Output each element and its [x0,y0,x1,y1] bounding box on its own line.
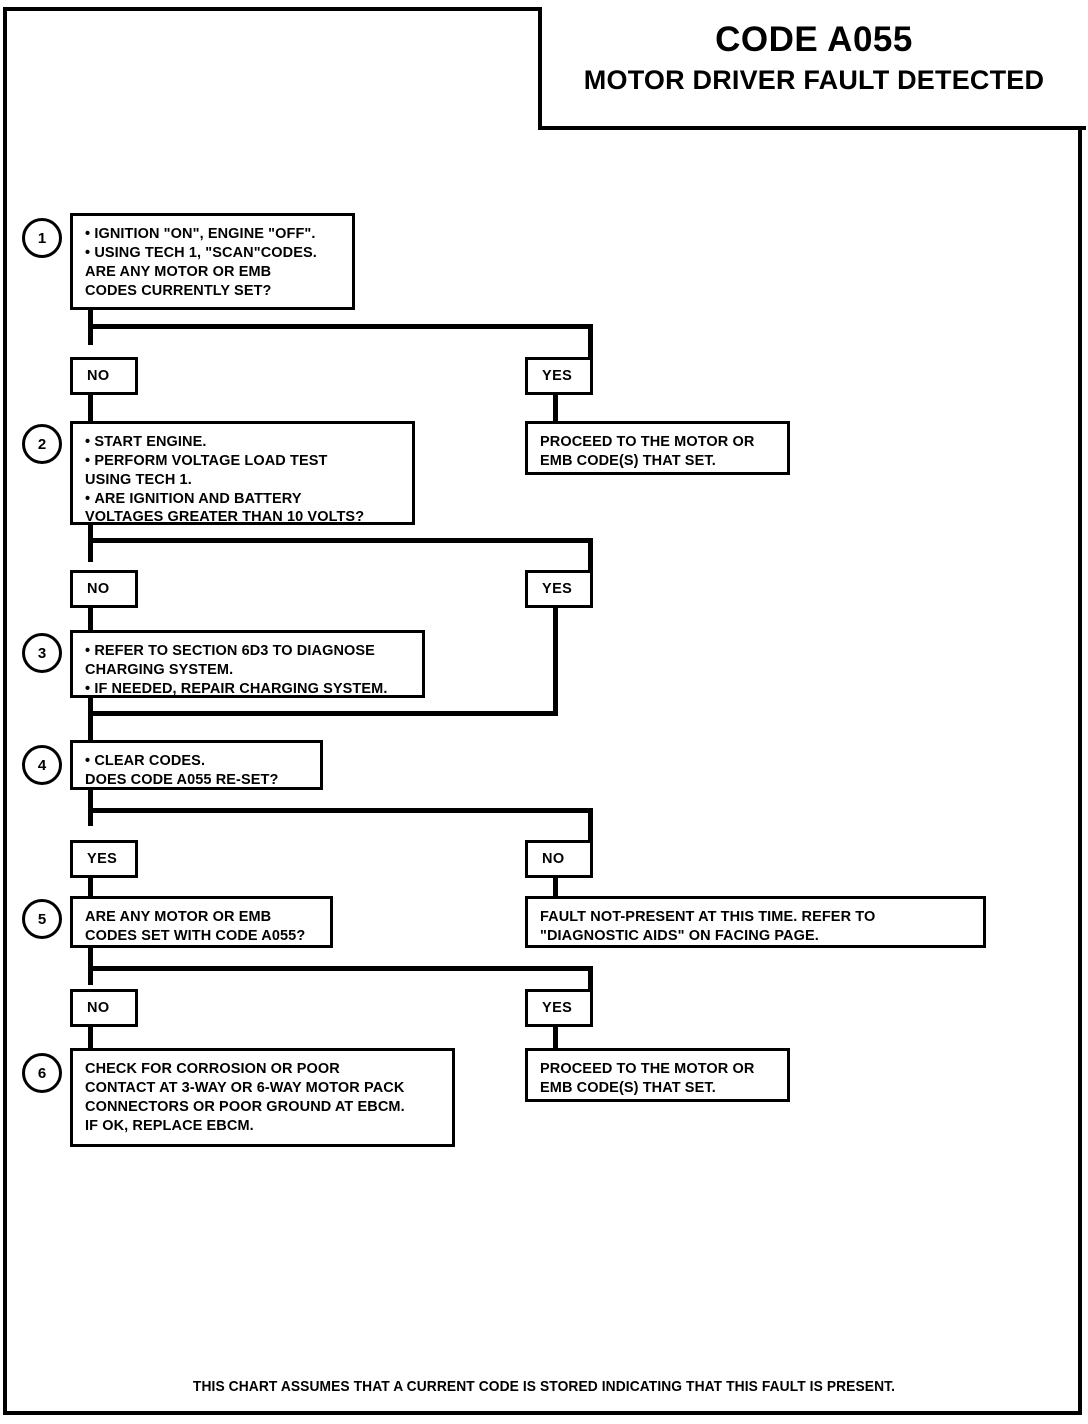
connector-step5-across [88,966,593,971]
step-1-line-4: CODES CURRENTLY SET? [85,282,272,299]
branch-step2-no: NO [70,570,138,608]
connector-step2-right-down [588,538,593,570]
step-2-line-5: VOLTAGES GREATER THAN 10 VOLTS? [85,509,365,526]
step-5-line-1: ARE ANY MOTOR OR EMB [85,909,272,925]
step-marker-6: 6 [22,1053,62,1093]
header-title-block: CODE A055 MOTOR DRIVER FAULT DETECTED [538,7,1086,130]
step-2-line-4: ARE IGNITION AND BATTERY [85,490,402,509]
step-marker-5: 5 [22,899,62,939]
branch-step2-yes: YES [525,570,593,608]
step-2-line-3: USING TECH 1. [85,471,192,488]
page-title-fault: MOTOR DRIVER FAULT DETECTED [583,64,1045,95]
step-box-5: ARE ANY MOTOR OR EMB CODES SET WITH CODE… [70,896,333,948]
step-6-line-4: IF OK, REPLACE EBCM. [85,1117,254,1134]
outcome-proceed-bottom-line-2: EMB CODE(S) THAT SET. [540,1079,716,1096]
outcome-proceed-top-line-2: EMB CODE(S) THAT SET. [540,452,716,469]
branch-step5-no: NO [70,989,138,1027]
branch-step4-no: NO [525,840,593,878]
step-3-line-3: IF NEEDED, REPAIR CHARGING SYSTEM. [85,680,412,699]
step-6-line-3: CONNECTORS OR POOR GROUND AT EBCM. [85,1098,405,1115]
step-1-line-2: USING TECH 1, "SCAN"CODES. [85,244,342,263]
step-2-line-1: START ENGINE. [85,433,402,452]
outcome-box-fault-not-present: FAULT NOT-PRESENT AT THIS TIME. REFER TO… [525,896,986,948]
connector-step2-down [88,525,93,562]
step-box-4: CLEAR CODES. DOES CODE A055 RE-SET? [70,740,323,790]
branch-step1-no: NO [70,357,138,395]
branch-step5-yes: YES [525,989,593,1027]
connector-step5-right-down [588,966,593,989]
step-box-2: START ENGINE. PERFORM VOLTAGE LOAD TEST … [70,421,415,525]
step-6-line-1: CHECK FOR CORROSION OR POOR [85,1061,340,1077]
connector-step2-no-down [88,608,93,632]
step-1-line-1: IGNITION "ON", ENGINE "OFF". [85,225,342,244]
step-5-line-2: CODES SET WITH CODE A055? [85,927,306,944]
connector-step1-right-down [588,324,593,357]
connector-step4-yes-down [88,878,93,898]
connector-step4-across [88,808,593,813]
step-2-line-2: PERFORM VOLTAGE LOAD TEST [85,452,402,471]
step-box-6: CHECK FOR CORROSION OR POOR CONTACT AT 3… [70,1048,455,1147]
step-box-1: IGNITION "ON", ENGINE "OFF". USING TECH … [70,213,355,310]
connector-step3-down [88,698,93,740]
outcome-proceed-top-line-1: PROCEED TO THE MOTOR OR [540,434,755,450]
connector-step1-across [88,324,593,329]
connector-step3-merge-across [88,711,558,716]
connector-step5-no-down [88,1027,93,1050]
outcome-box-proceed-top: PROCEED TO THE MOTOR OR EMB CODE(S) THAT… [525,421,790,475]
outcome-proceed-bottom-line-1: PROCEED TO THE MOTOR OR [540,1061,755,1077]
step-marker-1: 1 [22,218,62,258]
connector-step2-across [88,538,593,543]
step-3-line-2: CHARGING SYSTEM. [85,661,234,678]
connector-step2-yes-down [553,608,558,714]
connector-step5-yes-down [553,1027,558,1050]
outcome-fault-not-present-line-2: "DIAGNOSTIC AIDS" ON FACING PAGE. [540,927,819,944]
step-4-line-1: CLEAR CODES. [85,752,310,771]
connector-step1-yes-down [553,395,558,423]
outcome-box-proceed-bottom: PROCEED TO THE MOTOR OR EMB CODE(S) THAT… [525,1048,790,1102]
outcome-fault-not-present-line-1: FAULT NOT-PRESENT AT THIS TIME. REFER TO [540,909,876,925]
step-box-3: REFER TO SECTION 6D3 TO DIAGNOSE CHARGIN… [70,630,425,698]
step-marker-4: 4 [22,745,62,785]
connector-step4-right-down [588,808,593,840]
step-marker-3: 3 [22,633,62,673]
footer-note: THIS CHART ASSUMES THAT A CURRENT CODE I… [192,1378,896,1395]
step-4-line-2: DOES CODE A055 RE-SET? [85,771,279,788]
branch-step1-yes: YES [525,357,593,395]
step-1-line-3: ARE ANY MOTOR OR EMB [85,263,272,280]
step-6-line-2: CONTACT AT 3-WAY OR 6-WAY MOTOR PACK [85,1079,405,1096]
connector-step4-no-down [553,878,558,898]
connector-step1-no-down [88,395,93,423]
step-marker-2: 2 [22,424,62,464]
page-title-code: CODE A055 [715,20,913,59]
step-3-line-1: REFER TO SECTION 6D3 TO DIAGNOSE [85,642,412,661]
branch-step4-yes: YES [70,840,138,878]
